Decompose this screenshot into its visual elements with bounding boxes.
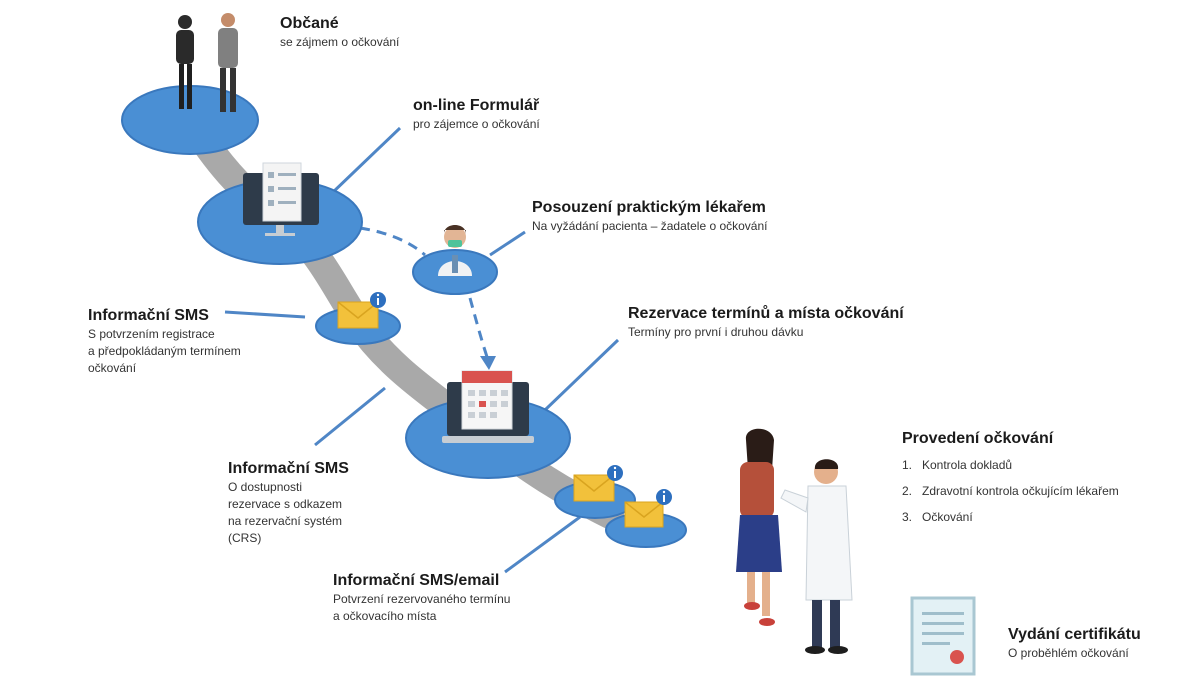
connector-form bbox=[328, 126, 402, 197]
step-online-form: on-line Formulář pro zájemce o očkování bbox=[413, 96, 540, 133]
connector-lines bbox=[224, 126, 620, 574]
dashed-link-doctor bbox=[359, 226, 426, 257]
step-sms-registration: Informační SMS S potvrzením registrace a… bbox=[88, 306, 241, 377]
step-number: 2. bbox=[902, 484, 913, 498]
step-vaccination: Provedení očkování 1. Kontrola dokladů 2.… bbox=[902, 429, 1119, 535]
step-doctor-assessment: Posouzení praktickým lékařem Na vyžádání… bbox=[532, 198, 768, 235]
vaccination-scene-icon bbox=[736, 428, 853, 654]
step-text: Zdravotní kontrola očkujícím lékařem bbox=[922, 484, 1119, 498]
step-number: 1. bbox=[902, 458, 913, 472]
step-text: Kontrola dokladů bbox=[922, 458, 1013, 472]
step-title: Občané bbox=[280, 15, 339, 32]
step-sms-email: Informační SMS/email Potvrzení rezervova… bbox=[333, 571, 510, 625]
step-subtitle: Potvrzení rezervovaného termínu a očkova… bbox=[333, 592, 511, 623]
dashed-link-reservation bbox=[468, 297, 490, 361]
step-reservation: Rezervace termínů a místa očkování Termí… bbox=[628, 304, 904, 341]
step-sms-availability: Informační SMS O dostupnosti rezervace s… bbox=[228, 459, 349, 547]
step-subtitle: O dostupnosti rezervace s odkazem na rez… bbox=[228, 480, 343, 545]
step-title: Rezervace termínů a místa očkování bbox=[628, 305, 904, 322]
citizens-icon bbox=[176, 13, 238, 112]
envelope-info-icon bbox=[624, 489, 672, 528]
step-title: on-line Formulář bbox=[413, 97, 540, 114]
vaccination-step-item: 1. Kontrola dokladů bbox=[902, 457, 1119, 474]
step-subtitle: Termíny pro první i druhou dávku bbox=[628, 325, 804, 339]
step-number: 3. bbox=[902, 510, 913, 524]
step-citizens: Občané se zájmem o očkování bbox=[280, 14, 399, 51]
doctor-icon bbox=[438, 225, 472, 276]
vaccination-step-item: 2. Zdravotní kontrola očkujícím lékařem bbox=[902, 483, 1119, 500]
envelope-info-icon bbox=[337, 292, 386, 329]
step-title: Provedení očkování bbox=[902, 430, 1054, 447]
step-title: Vydání certifikátu bbox=[1008, 626, 1141, 643]
vaccination-step-list: 1. Kontrola dokladů 2. Zdravotní kontrola … bbox=[902, 457, 1119, 526]
step-title: Posouzení praktickým lékařem bbox=[532, 199, 766, 216]
arrowhead bbox=[480, 356, 496, 370]
connector-doctor bbox=[489, 230, 526, 257]
connector-sms-email bbox=[504, 515, 581, 574]
connector-sms-availability bbox=[314, 386, 386, 447]
step-certificate: Vydání certifikátu O proběhlém očkování bbox=[1008, 625, 1141, 662]
step-subtitle: se zájmem o očkování bbox=[280, 35, 400, 49]
calendar-laptop-icon bbox=[442, 370, 534, 443]
step-subtitle: O proběhlém očkování bbox=[1008, 646, 1129, 660]
envelope-info-icon bbox=[573, 465, 623, 502]
step-title: Informační SMS bbox=[228, 460, 349, 477]
step-text: Očkování bbox=[922, 510, 973, 524]
step-subtitle: S potvrzením registrace a předpokládaným… bbox=[88, 327, 241, 375]
step-title: Informační SMS bbox=[88, 307, 209, 324]
step-title: Informační SMS/email bbox=[333, 572, 500, 589]
step-subtitle: pro zájemce o očkování bbox=[413, 117, 540, 131]
step-subtitle: Na vyžádání pacienta – žadatele o očková… bbox=[532, 219, 768, 233]
form-monitor-icon bbox=[243, 162, 319, 236]
certificate-icon bbox=[910, 596, 976, 676]
connector-reservation bbox=[543, 338, 620, 412]
vaccination-step-item: 3. Očkování bbox=[902, 509, 1119, 526]
connector-sms-registration bbox=[224, 310, 306, 319]
